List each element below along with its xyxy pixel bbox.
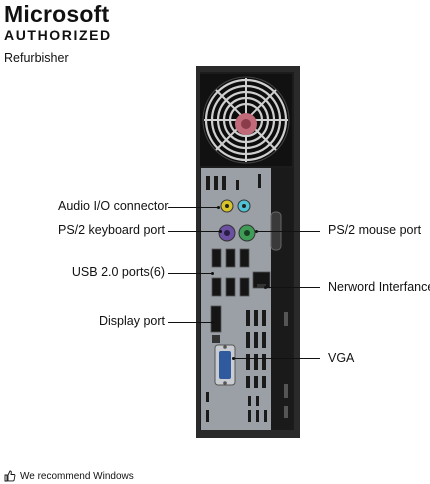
callout-ps2-mouse: PS/2 mouse port: [328, 223, 422, 237]
leader-audio: [168, 207, 218, 208]
brand-line-3: Refurbisher: [4, 51, 69, 65]
callout-vga: VGA: [328, 351, 355, 365]
footer-text: We recommend Windows: [20, 470, 134, 482]
display-port: [210, 305, 222, 343]
brand-line-2: AUTHORIZED: [4, 27, 112, 43]
io-panel: [201, 168, 271, 430]
callout-usb: USB 2.0 ports(6): [71, 265, 165, 279]
callout-network: Nerword Interfance: [328, 280, 430, 294]
callout-display: Display port: [99, 314, 165, 328]
leader-ps2-keyboard: [168, 231, 220, 232]
ps2-ports: [218, 224, 256, 242]
callout-ps2-keyboard: PS/2 keyboard port: [57, 223, 165, 237]
usb-ports: [211, 248, 250, 297]
footer-note: We recommend Windows: [4, 470, 134, 482]
vga-port: [214, 344, 236, 386]
brand-line-1: Microsoft: [4, 1, 110, 27]
leader-ps2-mouse: [256, 231, 320, 232]
vent-slots: [206, 174, 267, 422]
thumbs-up-icon: [4, 470, 16, 482]
network-port: [252, 271, 271, 289]
microsoft-authorized-logo: Microsoft AUTHORIZED Refurbisher: [4, 2, 112, 66]
leader-vga: [233, 358, 320, 359]
leader-display: [168, 322, 212, 323]
callout-audio: Audio I/O connector: [58, 199, 169, 213]
leader-network: [265, 287, 320, 288]
leader-usb: [168, 273, 212, 274]
fan-icon: [202, 76, 290, 164]
audio-ports: [220, 199, 251, 213]
